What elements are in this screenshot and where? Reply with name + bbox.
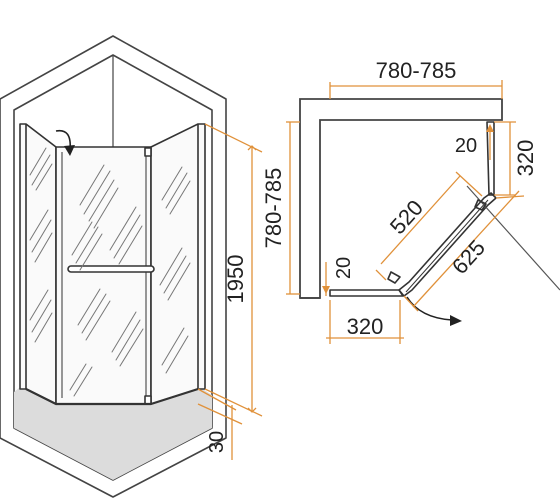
plan-dimensions (286, 80, 525, 344)
plan-walls (299, 98, 503, 299)
plan-gap-top-label: 20 (455, 135, 477, 157)
curved-arrow-icon (406, 296, 453, 321)
plan-bottom-panel (329, 289, 404, 297)
plan-diagonal-label: 625 (447, 235, 490, 279)
room-outline (0, 35, 227, 498)
plan-width-label: 780-785 (376, 58, 457, 83)
right-fixed-panel (150, 123, 206, 405)
curved-arrow-icon (55, 129, 75, 156)
floor-shadow (14, 384, 212, 480)
plan-right-panel-label: 320 (513, 140, 538, 177)
tray-height-label: 30 (206, 431, 228, 453)
plan-door-open (466, 185, 560, 291)
glass-panels (19, 123, 206, 406)
glass-hatch (29, 147, 191, 397)
plan-depth-label: 780-785 (261, 168, 286, 249)
plan-swing-arrow (406, 296, 462, 326)
plan-door-label: 520 (385, 195, 428, 239)
door-handle (67, 265, 155, 273)
front-dimensions (197, 123, 263, 460)
plan-gap-left-label: 20 (333, 257, 355, 279)
height-dimension-label: 1950 (223, 255, 248, 304)
plan-bottom-panel-label: 320 (347, 314, 384, 339)
door-panel (55, 146, 152, 405)
